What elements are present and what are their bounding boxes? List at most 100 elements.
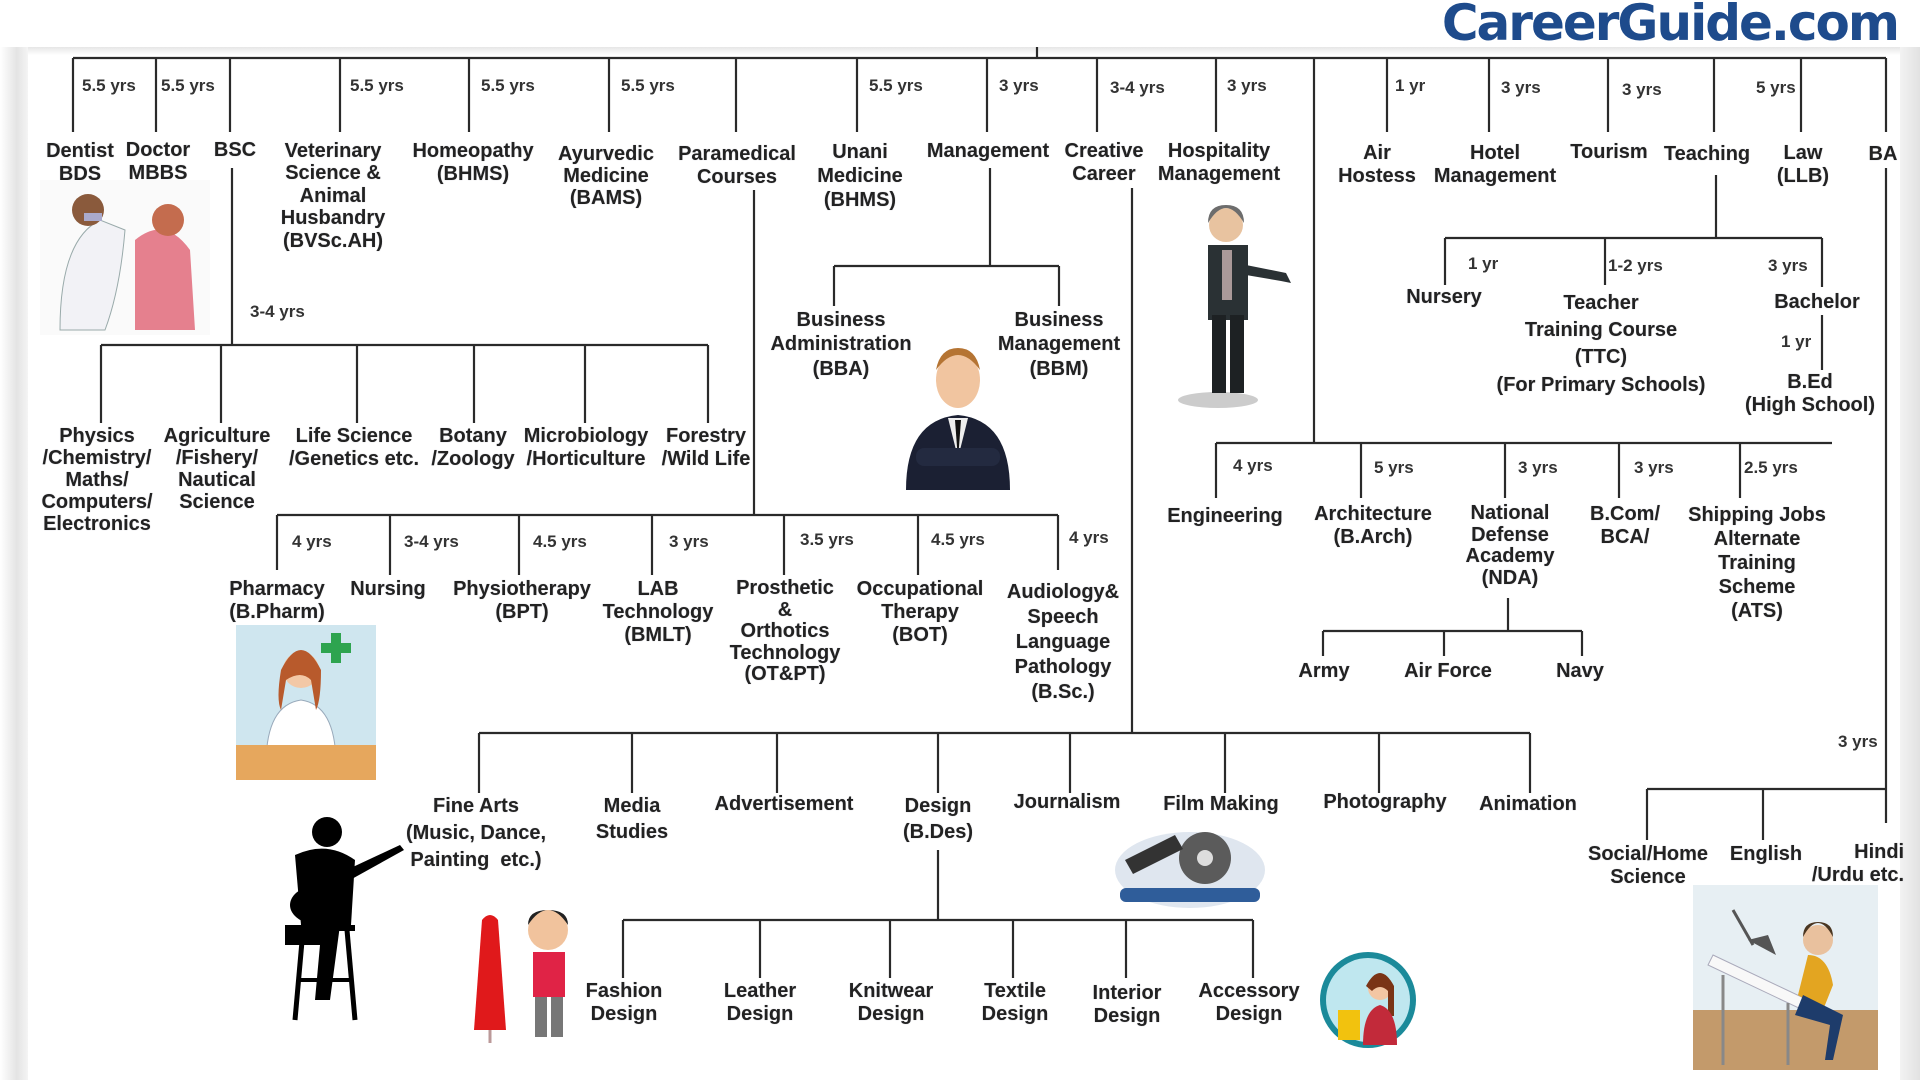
node-bbm: Business Management (BBM) <box>997 309 1121 380</box>
duration-bsc-subjects: 3-4 yrs <box>250 302 305 321</box>
duration-hotel: 3 yrs <box>1501 78 1541 97</box>
node-interior-design: Interior Design <box>1092 982 1162 1027</box>
fashion-designer-illustration <box>474 910 568 1043</box>
node-engineering: Engineering <box>1167 505 1283 527</box>
pharmacist-illustration <box>236 625 376 780</box>
node-teaching: Teaching <box>1663 143 1751 165</box>
tailor-woman-illustration <box>1320 952 1416 1048</box>
page-scrollbar[interactable] <box>1900 47 1920 1080</box>
duration-occupational: 4.5 yrs <box>931 530 985 549</box>
node-air-hostess: Air Hostess <box>1338 142 1416 187</box>
duration-dentist: 5.5 yrs <box>82 76 136 95</box>
node-english: English <box>1729 843 1803 865</box>
duration-ttc: 1-2 yrs <box>1608 256 1663 275</box>
node-journalism: Journalism <box>1013 791 1121 813</box>
node-textile-design: Textile Design <box>981 980 1049 1025</box>
designer-drafting-illustration <box>1693 885 1878 1070</box>
node-photography: Photography <box>1323 791 1447 813</box>
node-architecture: Architecture (B.Arch) <box>1314 503 1432 548</box>
node-pharmacy: Pharmacy (B.Pharm) <box>229 578 325 623</box>
node-bba: Business Administration (BBA) <box>770 309 912 380</box>
duration-architecture: 5 yrs <box>1374 458 1414 477</box>
node-bed: B.Ed (High School) <box>1745 371 1875 416</box>
bsc-subject-microbiology: Microbiology /Horticulture <box>523 425 649 470</box>
duration-creative: 3-4 yrs <box>1110 78 1165 97</box>
node-bsc: BSC <box>213 139 257 161</box>
duration-ba: 3 yrs <box>1838 732 1878 751</box>
node-hindi-urdu: Hindi /Urdu etc. <box>1811 841 1905 886</box>
duration-audiology: 4 yrs <box>1069 528 1109 547</box>
duration-air-hostess: 1 yr <box>1395 76 1426 95</box>
page-frame-top <box>28 47 1908 55</box>
node-knitwear-design: Knitwear Design <box>848 980 934 1025</box>
node-occupational: Occupational Therapy (BOT) <box>856 578 984 646</box>
duration-engineering: 4 yrs <box>1233 456 1273 475</box>
node-paramedical: Paramedical Courses <box>678 143 796 188</box>
node-fashion-design: Fashion Design <box>585 980 663 1025</box>
node-shipping-ats: Shipping Jobs Alternate Training Scheme … <box>1688 504 1826 622</box>
duration-homeopathy: 5.5 yrs <box>481 76 535 95</box>
duration-bcom: 3 yrs <box>1634 458 1674 477</box>
duration-law: 5 yrs <box>1756 78 1796 97</box>
duration-physio: 4.5 yrs <box>533 532 587 551</box>
node-army: Army <box>1298 660 1350 682</box>
node-law: Law (LLB) <box>1776 142 1830 187</box>
node-navy: Navy <box>1556 660 1604 682</box>
duration-hospitality: 3 yrs <box>1227 76 1267 95</box>
node-ayurvedic: Ayurvedic Medicine (BAMS) <box>558 143 654 209</box>
node-management: Management <box>926 140 1050 162</box>
node-design: Design (B.Des) <box>902 795 974 843</box>
hospitality-man-illustration <box>1178 205 1291 408</box>
node-tourism: Tourism <box>1570 141 1648 163</box>
duration-shipping: 2.5 yrs <box>1744 458 1798 477</box>
duration-lab: 3 yrs <box>669 532 709 551</box>
page-frame-left <box>0 47 28 1080</box>
node-nursery: Nursery <box>1406 286 1482 308</box>
duration-management: 3 yrs <box>999 76 1039 95</box>
bsc-subject-life-science: Life Science /Genetics etc. <box>288 425 420 470</box>
duration-ayurvedic: 5.5 yrs <box>621 76 675 95</box>
dentist-illustration <box>40 180 210 335</box>
node-fine-arts: Fine Arts (Music, Dance, Painting etc.) <box>405 795 547 871</box>
node-advertisement: Advertisement <box>714 793 854 815</box>
bsc-subject-forestry: Forestry /Wild Life <box>661 425 751 470</box>
duration-prosthetic: 3.5 yrs <box>800 530 854 549</box>
duration-nursing: 3-4 yrs <box>404 532 459 551</box>
node-homeopathy: Homeopathy (BHMS) <box>412 140 534 185</box>
duration-pharmacy: 4 yrs <box>292 532 332 551</box>
node-prosthetic: Prosthetic & Orthotics Technology (OT&PT… <box>729 577 841 686</box>
node-hotel-management: Hotel Management <box>1433 142 1557 187</box>
businessman-illustration <box>906 348 1010 490</box>
duration-tourism: 3 yrs <box>1622 80 1662 99</box>
node-dentist: Dentist BDS <box>46 140 114 185</box>
node-creative-career: Creative Career <box>1064 140 1144 185</box>
node-media-studies: Media Studies <box>595 795 669 843</box>
duration-bed: 1 yr <box>1781 332 1812 351</box>
node-unani: Unani Medicine (BHMS) <box>817 141 903 211</box>
node-bachelor: Bachelor <box>1774 291 1860 313</box>
bsc-subject-botany: Botany /Zoology <box>431 425 515 470</box>
duration-veterinary: 5.5 yrs <box>350 76 404 95</box>
bsc-subject-physics: Physics /Chemistry/ Maths/ Computers/ El… <box>41 425 153 535</box>
node-social-home-science: Social/Home Science <box>1587 843 1709 888</box>
duration-bachelor: 3 yrs <box>1768 256 1808 275</box>
node-nursing: Nursing <box>350 578 426 600</box>
node-hospitality: Hospitality Management <box>1157 140 1281 185</box>
node-bcom-bca: B.Com/ BCA/ <box>1590 503 1660 548</box>
duration-nda: 3 yrs <box>1518 458 1558 477</box>
node-leather-design: Leather Design <box>723 980 797 1025</box>
node-ba: BA <box>1868 143 1898 165</box>
duration-nursery: 1 yr <box>1468 254 1499 273</box>
node-lab-technology: LAB Technology (BMLT) <box>602 578 714 646</box>
node-ttc: Teacher Training Course (TTC) (For Prima… <box>1496 292 1706 396</box>
careerguide-logo[interactable]: CareerGuide.com <box>1441 0 1900 52</box>
duration-unani: 5.5 yrs <box>869 76 923 95</box>
node-nda: National Defense Academy (NDA) <box>1465 502 1555 589</box>
film-reel-illustration <box>1115 832 1265 908</box>
node-physiotherapy: Physiotherapy (BPT) <box>453 578 591 623</box>
node-animation: Animation <box>1479 793 1577 815</box>
node-accessory-design: Accessory Design <box>1198 980 1300 1025</box>
node-audiology: Audiology& Speech Language Pathology (B.… <box>1006 581 1120 703</box>
bsc-subject-agriculture: Agriculture /Fishery/ Nautical Science <box>163 425 271 513</box>
